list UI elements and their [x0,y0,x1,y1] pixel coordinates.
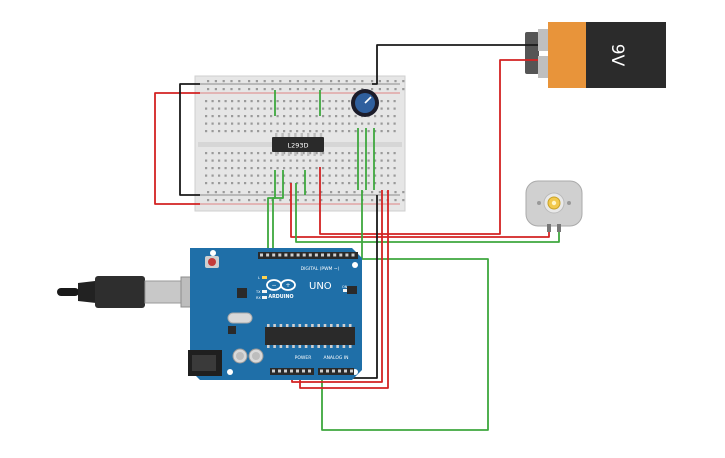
wire-motor-green[interactable] [295,183,560,243]
analog-header [318,368,354,375]
l-led-label: L [258,276,260,280]
battery-terminal-block [525,32,539,74]
dc-motor[interactable] [525,180,583,232]
battery-terminal-positive [538,56,550,78]
wire-left-rail-black[interactable] [179,83,200,196]
motor-lead-1 [547,224,551,232]
wire-battery-negative[interactable] [372,44,538,85]
battery-9v[interactable]: 9V [525,22,666,88]
battery-label: 9V [607,44,627,67]
rx-led [262,296,267,299]
mounting-hole-3 [227,369,233,375]
usb-strain-relief [78,281,96,303]
svg-text:+: + [285,282,290,289]
motor-lead-2 [557,224,561,232]
usb-chip [237,288,247,298]
usb-plug-housing [95,276,145,308]
arduino-logo: − + [266,279,296,291]
motor-screw-left [537,201,541,205]
wire-motor-red[interactable] [290,183,550,238]
usb-plug-metal [144,280,182,304]
wire-left-rail-red[interactable] [154,92,200,205]
icsp-header [347,286,357,294]
wire-battery-positive[interactable] [319,59,538,235]
pot-indicator [364,96,372,104]
capacitor-2-top [252,352,260,360]
potentiometer[interactable] [351,89,379,117]
breadboard-holes [205,80,405,202]
chip-label: L293D [287,142,308,150]
digital-pins [260,253,355,257]
battery-cap [548,22,586,88]
atmega-pins [267,324,352,348]
reset-button[interactable] [208,258,216,266]
on-led-label: ON [342,285,348,289]
arduino-uno[interactable]: DIGITAL (PWM ~) − + ARDUINO UNO L TX RX … [188,248,362,380]
on-led [343,289,348,292]
mounting-hole-1 [210,250,216,256]
chip-pins [275,133,323,156]
digital-header [258,252,358,259]
svg-text:−: − [271,282,276,289]
tx-led-label: TX [255,290,261,294]
analog-label: ANALOG IN [323,355,348,361]
power-jack-inner [192,355,216,371]
wire-pot-to-analog[interactable] [321,190,489,431]
atmega-chip [265,327,355,345]
power-label: POWER [295,355,312,361]
arduino-brand: ARDUINO [268,294,293,300]
rx-led-label: RX [256,296,261,300]
digital-header-label: DIGITAL (PWM ~) [301,266,340,272]
bottom-pins [272,369,353,373]
wire-chip-to-d-2[interactable] [272,170,284,255]
chip-body [272,137,324,152]
capacitor-1-top [236,352,244,360]
wire-chip-to-d-1[interactable] [267,170,276,255]
l293d-chip[interactable]: L293D [272,133,324,156]
motor-shaft [551,200,557,206]
regulator [228,326,236,334]
battery-body [586,22,666,88]
mounting-hole-2 [352,262,358,268]
l-led [262,276,267,279]
crystal-oscillator [227,312,253,324]
motor-screw-right [567,201,571,205]
tx-led [262,290,267,293]
battery-terminal-negative [538,29,550,51]
arduino-model: UNO [309,281,332,292]
usb-cable-end [57,288,79,296]
